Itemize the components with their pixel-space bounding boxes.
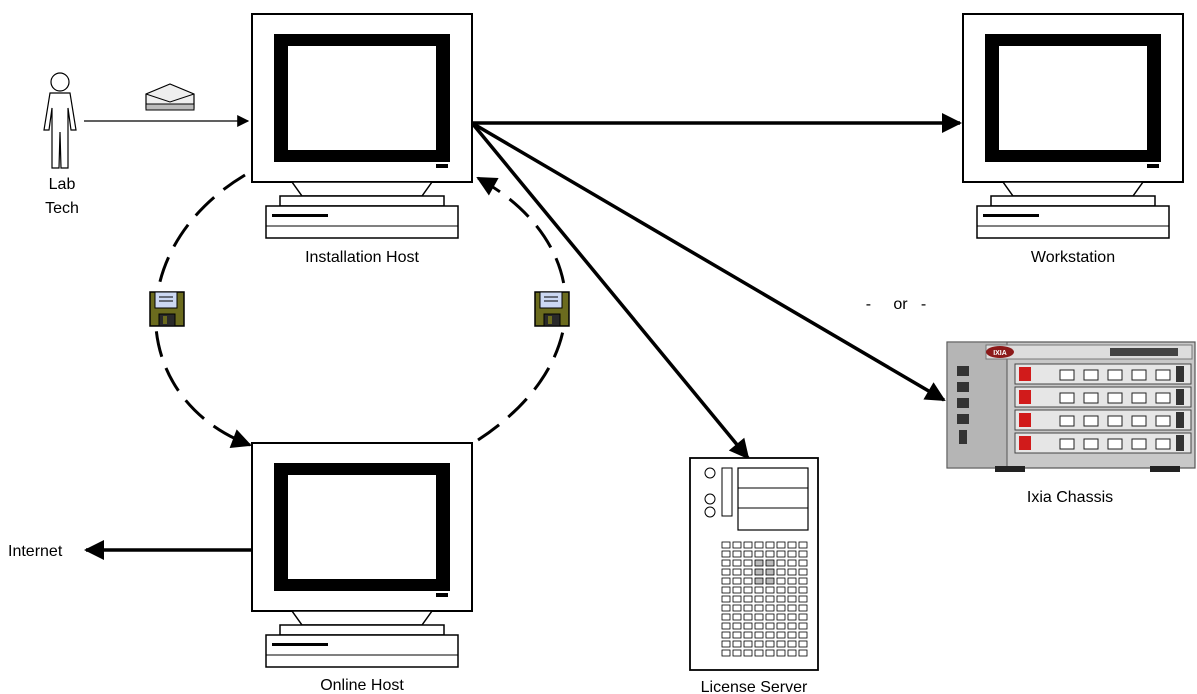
connector-installation-to-license-server — [470, 121, 750, 460]
person-icon — [43, 72, 77, 169]
lab-tech-label-line1: Lab — [49, 176, 76, 193]
online-host-node: Online Host — [251, 442, 473, 694]
workstation-node: Workstation — [962, 13, 1184, 266]
workstation-label: Workstation — [1031, 249, 1115, 266]
floppy-disk-icon — [534, 291, 570, 327]
envelope-icon — [145, 83, 195, 111]
ixia-chassis-node: IXIA Ixia Chassis — [946, 341, 1196, 506]
connector-dashed-installation-to-online — [154, 173, 252, 449]
internet-label: Internet — [8, 543, 63, 560]
computer-icon — [251, 442, 473, 668]
or-separator: - or - — [866, 296, 926, 313]
installation-host-node: Installation Host — [251, 13, 473, 266]
computer-icon — [251, 13, 473, 239]
server-tower-icon — [689, 457, 819, 671]
connector-installation-to-chassis — [471, 121, 946, 402]
connectors — [84, 113, 962, 560]
online-host-label: Online Host — [320, 677, 404, 694]
floppy-disk-icon — [149, 291, 185, 327]
lab-tech-label-line2: Tech — [45, 200, 79, 217]
installation-host-label: Installation Host — [305, 249, 419, 266]
computer-icon — [962, 13, 1184, 239]
license-server-node: License Server — [689, 457, 819, 694]
chassis-icon: IXIA — [946, 341, 1196, 472]
ixia-chassis-label: Ixia Chassis — [1027, 489, 1113, 506]
lab-tech-node: Lab Tech — [43, 72, 79, 217]
ixia-brand-text: IXIA — [993, 350, 1007, 357]
license-server-label: License Server — [701, 679, 808, 694]
